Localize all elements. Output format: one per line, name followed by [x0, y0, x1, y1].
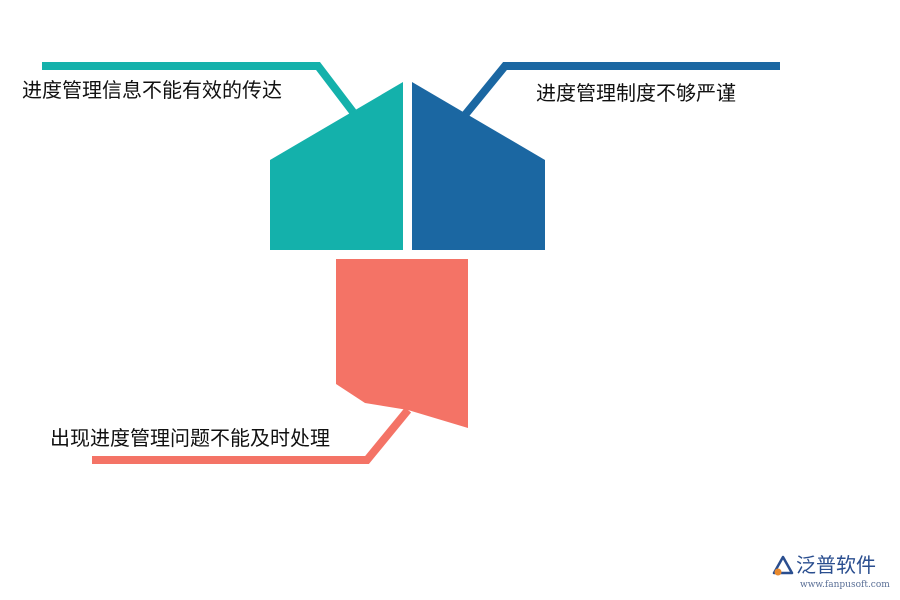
label-top-right: 进度管理制度不够严谨 [536, 81, 736, 105]
connector-line-top-left [42, 62, 357, 115]
shape-blue-block [412, 82, 545, 250]
shape-teal-block [270, 82, 403, 250]
logo-icon [772, 555, 794, 576]
label-bottom: 出现进度管理问题不能及时处理 [50, 426, 330, 450]
logo-url: www.fanpusoft.com [800, 580, 890, 590]
logo-name: 泛普软件 [796, 553, 876, 577]
connector-line-bottom [92, 407, 412, 464]
label-top-left: 进度管理信息不能有效的传达 [22, 78, 282, 102]
shape-coral-block [336, 259, 468, 428]
connector-line-top-right [461, 62, 780, 118]
brand-logo: 泛普软件 www.fanpusoft.com [770, 553, 895, 597]
